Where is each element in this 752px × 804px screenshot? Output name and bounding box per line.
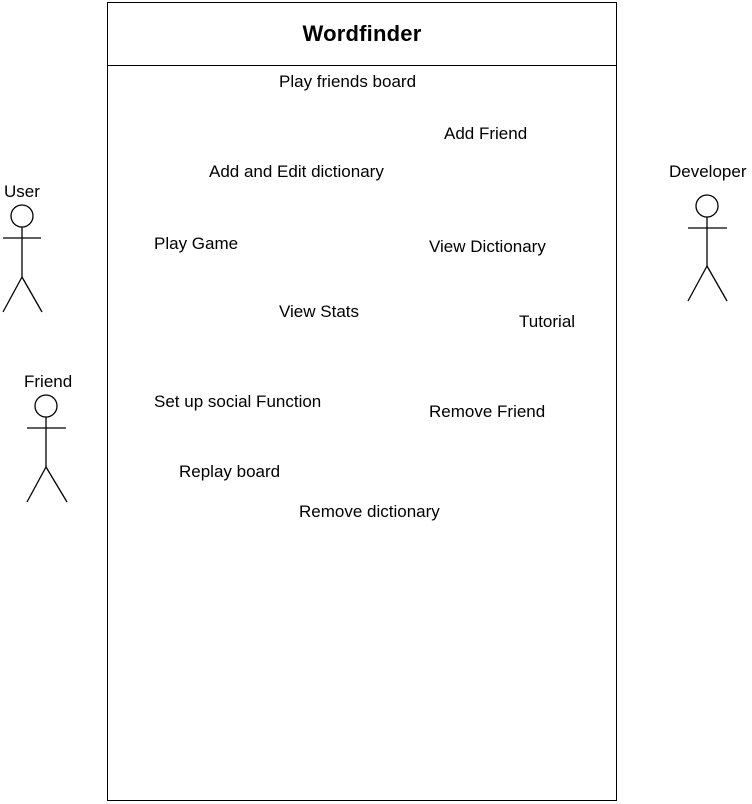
stick-figure-icon (687, 194, 728, 302)
stick-figure-icon (26, 394, 68, 503)
use-case-view-dictionary[interactable]: View Dictionary (429, 237, 546, 256)
use-case-tutorial[interactable]: Tutorial (519, 312, 576, 331)
system-title: Wordfinder (302, 21, 422, 46)
use-case-add-edit-dictionary[interactable]: Add and Edit dictionary (209, 162, 384, 181)
use-case-replay-board[interactable]: Replay board (179, 462, 281, 481)
use-case-add-friend[interactable]: Add Friend (444, 124, 528, 143)
use-case-play-game[interactable]: Play Game (154, 234, 239, 253)
system-header: Wordfinder (108, 3, 616, 66)
use-case-remove-dictionary[interactable]: Remove dictionary (299, 502, 440, 521)
use-case-set-up-social-function[interactable]: Set up social Function (154, 392, 322, 411)
actor-label-friend: Friend (24, 372, 73, 391)
system-boundary: Wordfinder (107, 2, 617, 801)
use-case-remove-friend[interactable]: Remove Friend (429, 402, 546, 421)
use-case-view-stats[interactable]: View Stats (279, 302, 360, 321)
actor-label-developer: Developer (669, 162, 747, 181)
use-case-play-friends-board[interactable]: Play friends board (279, 72, 417, 91)
actor-friend[interactable] (24, 392, 72, 522)
stick-figure-icon (2, 204, 43, 313)
actor-developer[interactable] (686, 192, 734, 322)
actor-label-user: User (4, 182, 40, 201)
actor-user[interactable] (0, 202, 48, 332)
